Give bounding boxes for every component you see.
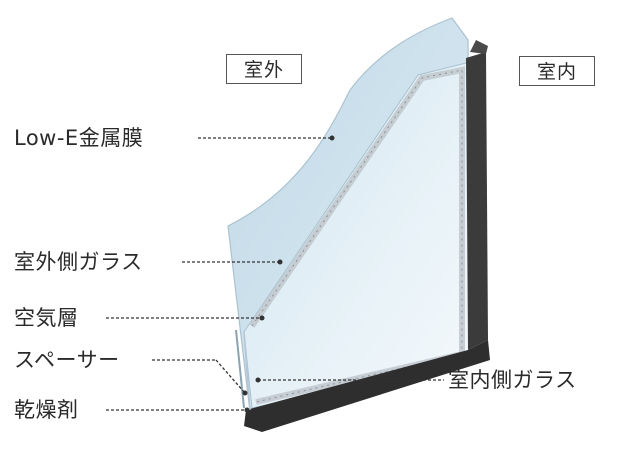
inner-glass-label: 室内側ガラス [448, 368, 577, 392]
spacer-label: スペーサー [14, 348, 120, 372]
indoor-label: 室内 [519, 56, 595, 86]
low-e-film-label: Low-E金属膜 [14, 126, 144, 150]
leader-lines [106, 137, 444, 411]
air-layer-label: 空気層 [14, 306, 79, 330]
frame-bottom [244, 340, 490, 432]
spacer-edge [249, 66, 465, 405]
desiccant-label: 乾燥剤 [14, 398, 79, 422]
outdoor-label: 室外 [226, 54, 302, 84]
frame-right [466, 52, 488, 350]
outer-glass-label: 室外側ガラス [14, 250, 143, 274]
